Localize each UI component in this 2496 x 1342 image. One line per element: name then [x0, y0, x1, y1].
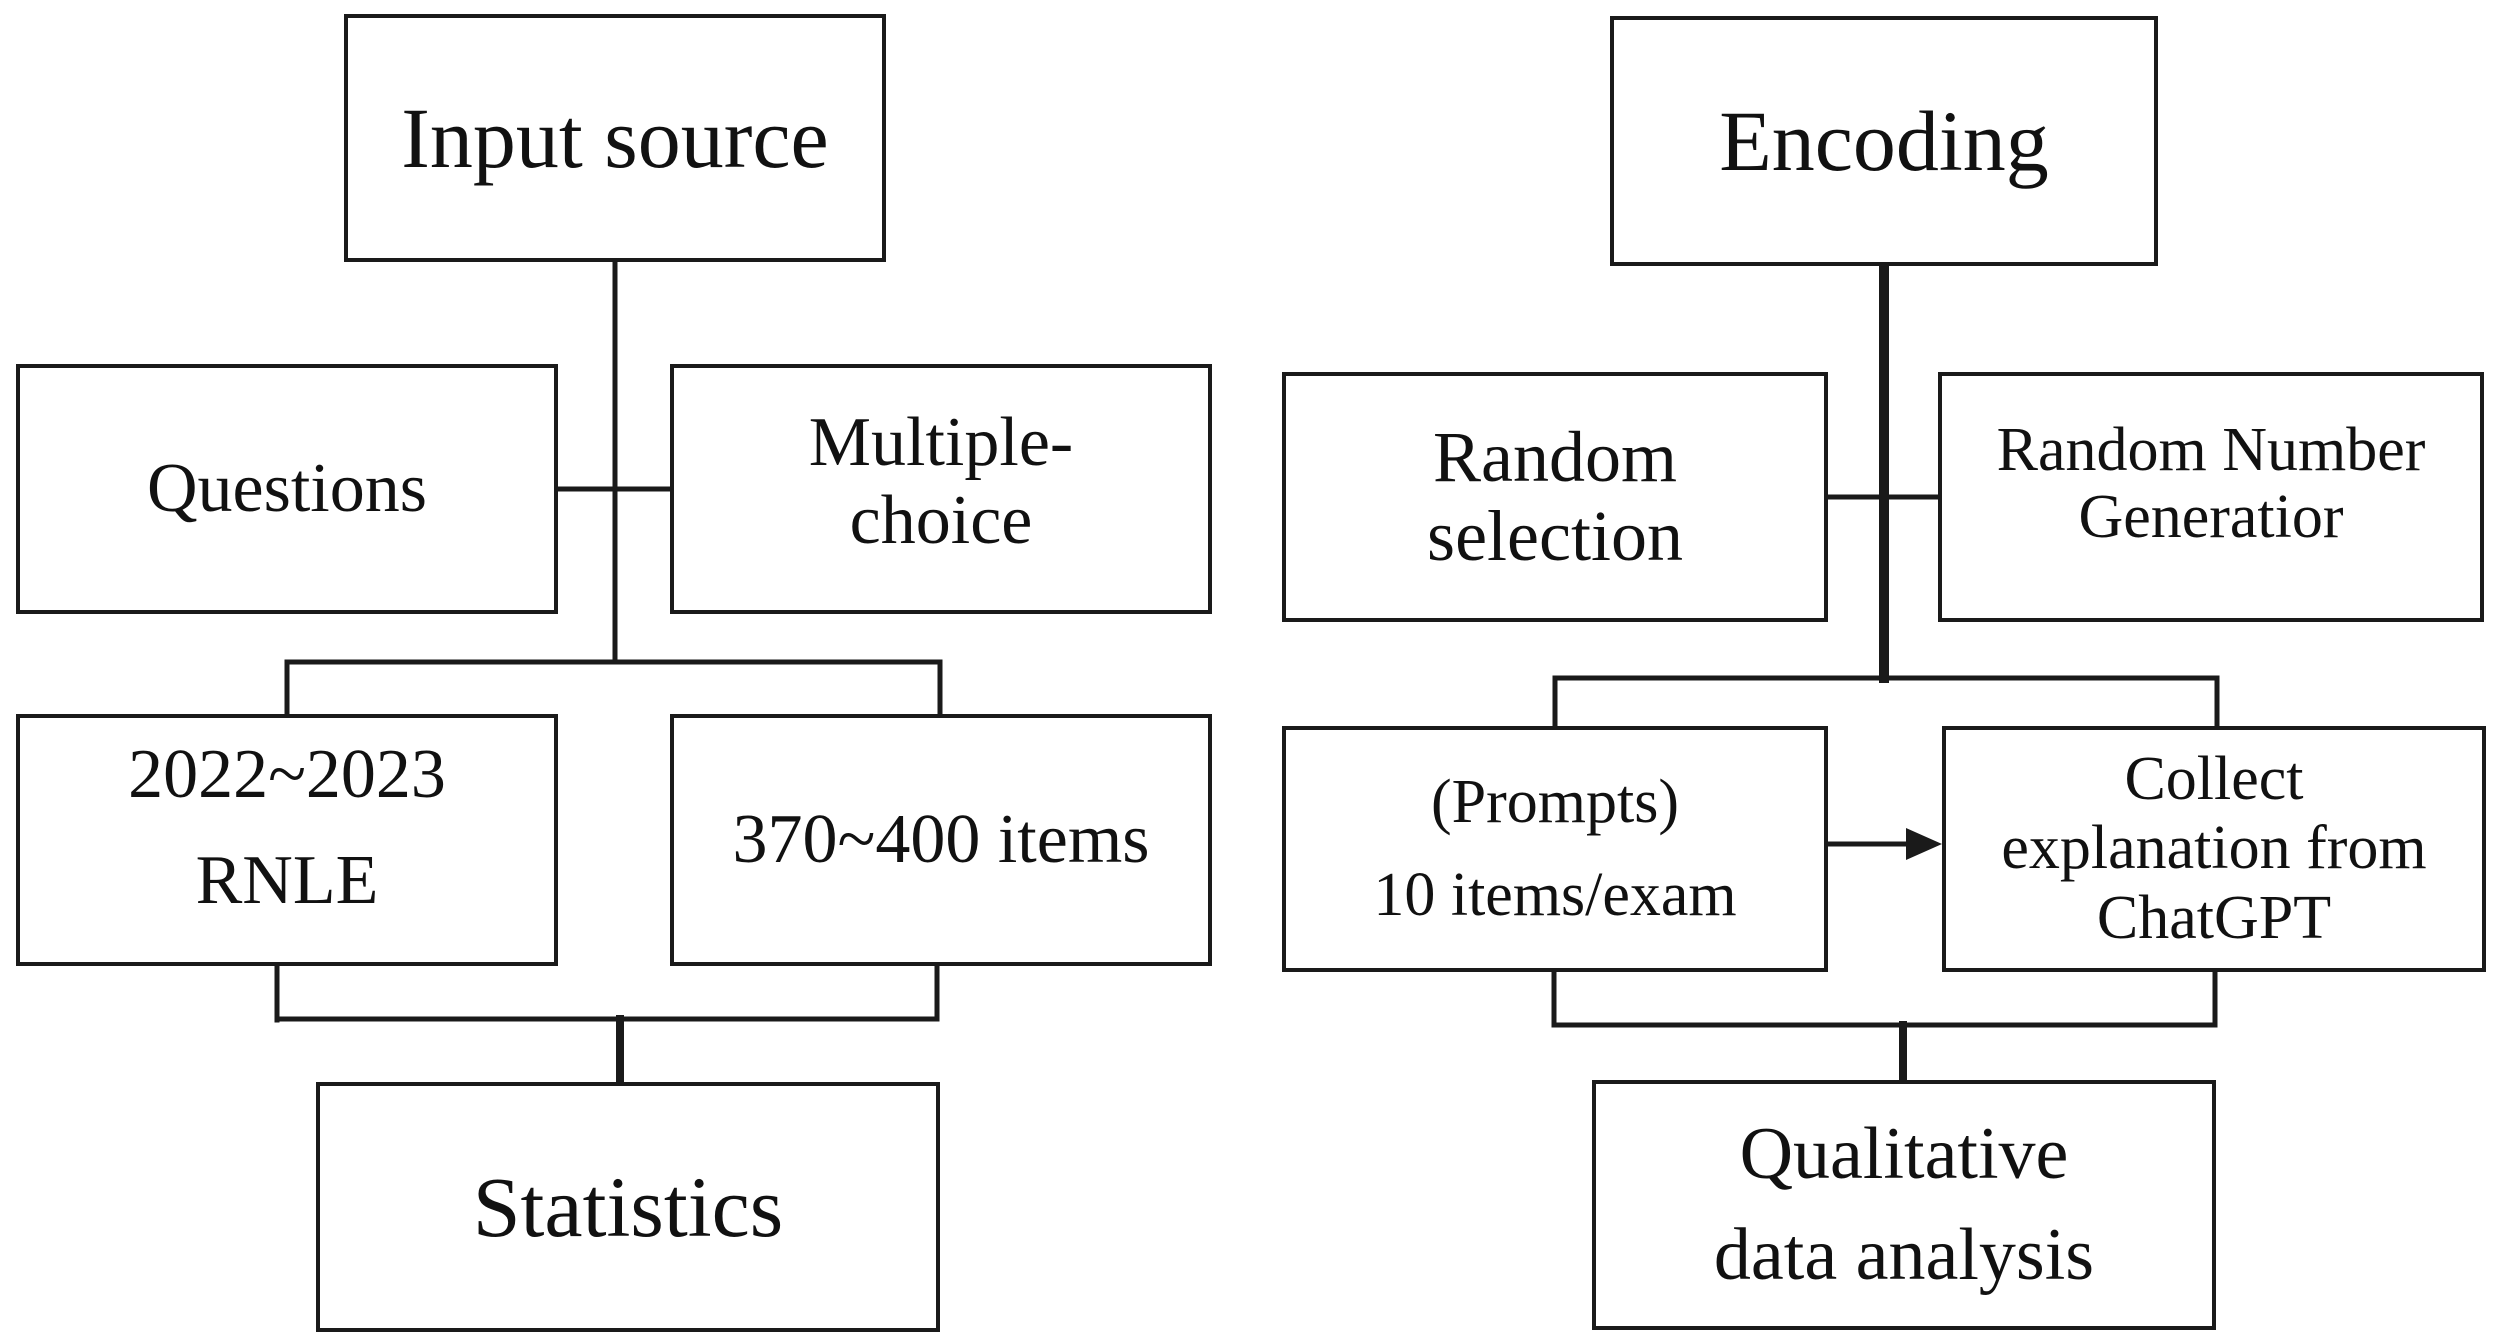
input-source-label: Input source — [401, 89, 829, 186]
qualitative-analysis-box: Qualitative data analysis — [1592, 1080, 2216, 1330]
collect-explanation-box: Collect explanation from ChatGPT — [1942, 726, 2486, 972]
collect-label-line1: Collect — [2124, 744, 2304, 813]
exam-years-label-line2: RNLE — [195, 842, 379, 919]
collect-label-line3: ChatGPT — [2096, 883, 2332, 952]
encoding-box: Encoding — [1610, 16, 2158, 266]
questions-box: Questions — [16, 364, 558, 614]
items-count-box: 370~400 items — [670, 714, 1212, 966]
encoding-label: Encoding — [1719, 92, 2049, 189]
items-count-label: 370~400 items — [732, 800, 1150, 878]
statistics-label: Statistics — [472, 1158, 784, 1255]
qualitative-label-line2: data analysis — [1713, 1214, 2095, 1296]
rng-label-line1: Random Number — [1996, 416, 2426, 485]
statistics-box: Statistics — [316, 1082, 940, 1332]
multiple-choice-label-line1: Multiple- — [808, 403, 1074, 481]
random-selection-label-line1: Random — [1433, 416, 1677, 497]
arrowhead — [1906, 828, 1942, 860]
random-selection-box: Random selection — [1282, 372, 1828, 622]
prompts-label-line2: 10 items/exam — [1373, 861, 1737, 929]
rng-box: Random Number Generatior — [1938, 372, 2484, 622]
prompts-box: (Prompts) 10 items/exam — [1282, 726, 1828, 972]
collect-label-line2: explanation from — [2001, 814, 2427, 883]
prompts-label-line1: (Prompts) — [1431, 768, 1679, 836]
multiple-choice-label-line2: choice — [849, 482, 1033, 559]
random-selection-label-line2: selection — [1427, 496, 1683, 576]
input-source-box: Input source — [344, 14, 886, 262]
exam-years-box: 2022~2023 RNLE — [16, 714, 558, 966]
multiple-choice-box: Multiple- choice — [670, 364, 1212, 614]
questions-label: Questions — [147, 449, 427, 527]
rng-label-line2: Generatior — [2078, 483, 2344, 551]
exam-years-label-line1: 2022~2023 — [128, 735, 446, 813]
qualitative-label-line1: Qualitative — [1739, 1113, 2069, 1196]
